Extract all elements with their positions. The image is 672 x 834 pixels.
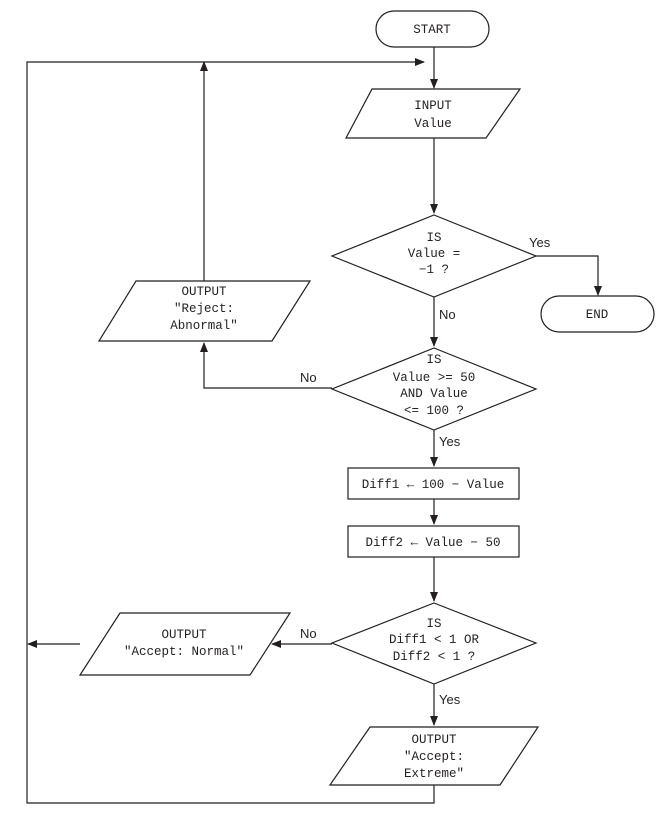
decision-value-minus-one [330,214,538,298]
extreme-line-3: Extreme" [404,767,464,781]
decision3-line-3: Diff2 < 1 ? [393,650,476,664]
decision3-line-2: Diff1 < 1 OR [389,633,480,647]
reject-line-2: "Reject: [174,302,234,316]
extreme-line-2: "Accept: [404,750,464,764]
reject-line-1: OUTPUT [181,285,227,299]
input-line-2: Value [414,117,452,131]
decision3-no-label: No [300,626,317,641]
decision1-no-label: No [439,307,456,322]
input-value-shape [345,88,522,139]
end-terminator [540,295,655,333]
decision3-line-1: IS [426,617,441,631]
normal-line-1: OUTPUT [161,628,207,642]
output-extreme-shape [328,726,540,786]
decision2-line-2: Value >= 50 [393,371,476,385]
normal-line-2: "Accept: Normal" [124,645,244,659]
decision1-yes-label: Yes [529,235,551,250]
connector-loop-back [26,58,435,804]
connector-decision1-end [535,255,602,296]
decision1-line-1: IS [426,231,441,245]
decision-value-range [330,347,538,431]
start-label: START [413,23,451,37]
decision1-line-2: Value = [408,247,461,261]
decision2-yes-label: Yes [439,434,461,449]
diff2-label: Diff2 ← Value − 50 [365,536,500,550]
decision2-line-4: <= 100 ? [404,404,464,418]
extreme-line-1: OUTPUT [411,733,457,747]
decision1-line-3: −1 ? [419,263,449,277]
process-diff1 [347,467,520,500]
output-reject-shape [97,280,312,342]
output-normal-shape [78,612,292,676]
decision-diff-threshold [330,602,538,685]
start-terminator [375,10,490,48]
process-diff2 [347,525,520,558]
reject-line-3: Abnormal" [170,319,238,333]
input-line-1: INPUT [414,99,452,113]
decision2-line-1: IS [426,353,441,367]
decision2-no-label: No [300,370,317,385]
decision2-line-3: AND Value [400,387,468,401]
end-label: END [586,308,609,322]
decision3-yes-label: Yes [439,692,461,707]
connector-decision2-reject [200,342,332,389]
diff1-label: Diff1 ← 100 − Value [362,478,505,492]
